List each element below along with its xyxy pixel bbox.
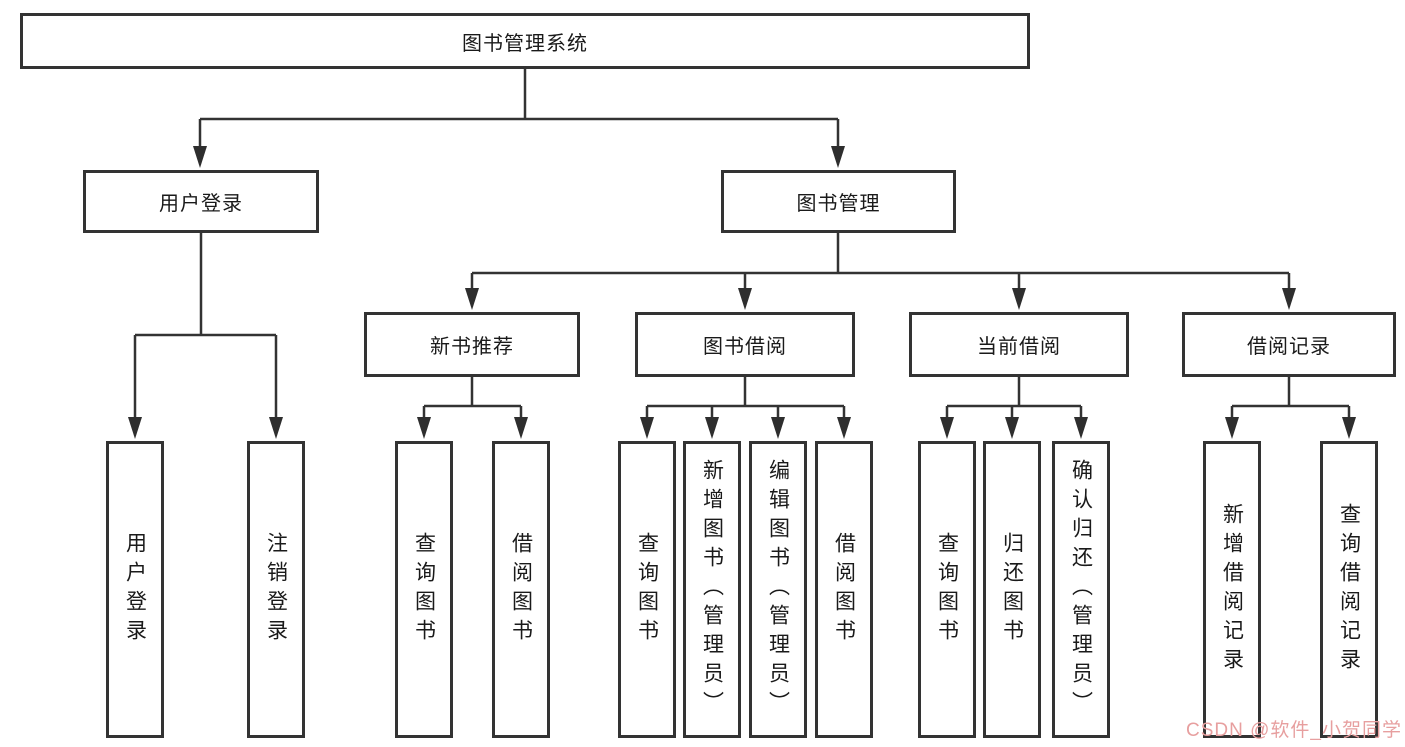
arrowhead — [1074, 417, 1088, 439]
leaf-borrow-query: 查询图书 — [618, 441, 676, 738]
arrowhead — [193, 146, 207, 168]
leaf-user-login-label: 用户登录 — [123, 531, 147, 648]
arrowhead — [837, 417, 851, 439]
arrowhead — [831, 146, 845, 168]
leaf-current-return-label: 归还图书 — [1000, 531, 1024, 648]
leaf-borrow-add-admin-label: 新增图书（管理员） — [700, 459, 724, 720]
connector-new-book-leaves — [422, 377, 523, 423]
arrowhead — [771, 417, 785, 439]
leaf-records-add: 新增借阅记录 — [1203, 441, 1261, 738]
connector-user-login-leaves — [133, 233, 278, 423]
leaf-logout-label: 注销登录 — [264, 531, 288, 648]
leaf-records-query-label: 查询借阅记录 — [1337, 502, 1361, 677]
node-root-label: 图书管理系统 — [462, 32, 588, 55]
arrowhead — [1342, 417, 1356, 439]
node-new-book-recommend: 新书推荐 — [364, 312, 580, 377]
leaf-borrow-query-label: 查询图书 — [635, 531, 659, 648]
node-borrow-records-label: 借阅记录 — [1247, 336, 1331, 358]
arrowhead — [417, 417, 431, 439]
leaf-user-login: 用户登录 — [106, 441, 164, 738]
leaf-borrow-add-admin: 新增图书（管理员） — [683, 441, 741, 738]
node-book-management-label: 图书管理 — [796, 193, 881, 215]
leaf-borrow-borrow: 借阅图书 — [815, 441, 873, 738]
leaf-newbooks-query: 查询图书 — [395, 441, 453, 738]
node-root: 图书管理系统 — [20, 13, 1030, 69]
connector-book-borrow-leaves — [645, 377, 846, 423]
node-current-borrow: 当前借阅 — [909, 312, 1129, 377]
node-book-borrow: 图书借阅 — [635, 312, 855, 377]
leaf-borrow-edit-admin: 编辑图书（管理员） — [749, 441, 807, 738]
node-user-login: 用户登录 — [83, 170, 319, 233]
leaf-current-return: 归还图书 — [983, 441, 1041, 738]
arrowhead — [1282, 288, 1296, 310]
arrowhead — [705, 417, 719, 439]
connector-root-to-level2 — [198, 69, 840, 152]
node-book-borrow-label: 图书借阅 — [703, 336, 787, 358]
arrowhead — [1012, 288, 1026, 310]
node-borrow-records: 借阅记录 — [1182, 312, 1396, 377]
arrowhead — [128, 417, 142, 439]
node-new-book-recommend-label: 新书推荐 — [430, 336, 514, 358]
arrowhead — [640, 417, 654, 439]
arrowhead — [1225, 417, 1239, 439]
arrowhead — [738, 288, 752, 310]
connector-borrow-records-leaves — [1230, 377, 1351, 423]
leaf-current-confirm-admin-label: 确认归还（管理员） — [1069, 459, 1093, 720]
arrowhead — [1005, 417, 1019, 439]
arrowhead — [269, 417, 283, 439]
node-book-management: 图书管理 — [721, 170, 956, 233]
leaf-current-query-label: 查询图书 — [935, 531, 959, 648]
connector-current-borrow-leaves — [945, 377, 1083, 423]
arrowhead — [514, 417, 528, 439]
leaf-newbooks-query-label: 查询图书 — [412, 531, 436, 648]
watermark: CSDN @软件_小贺同学 — [1186, 720, 1402, 741]
arrowhead — [465, 288, 479, 310]
leaf-records-query: 查询借阅记录 — [1320, 441, 1378, 738]
leaf-logout: 注销登录 — [247, 441, 305, 738]
leaf-newbooks-borrow-label: 借阅图书 — [509, 531, 533, 648]
leaf-borrow-edit-admin-label: 编辑图书（管理员） — [766, 459, 790, 720]
node-user-login-label: 用户登录 — [159, 193, 243, 215]
arrowhead — [940, 417, 954, 439]
node-current-borrow-label: 当前借阅 — [977, 336, 1061, 358]
leaf-current-query: 查询图书 — [918, 441, 976, 738]
leaf-current-confirm-admin: 确认归还（管理员） — [1052, 441, 1110, 738]
leaf-records-add-label: 新增借阅记录 — [1220, 502, 1244, 677]
connector-book-management-level3 — [470, 233, 1291, 294]
leaf-borrow-borrow-label: 借阅图书 — [832, 531, 856, 648]
leaf-newbooks-borrow: 借阅图书 — [492, 441, 550, 738]
